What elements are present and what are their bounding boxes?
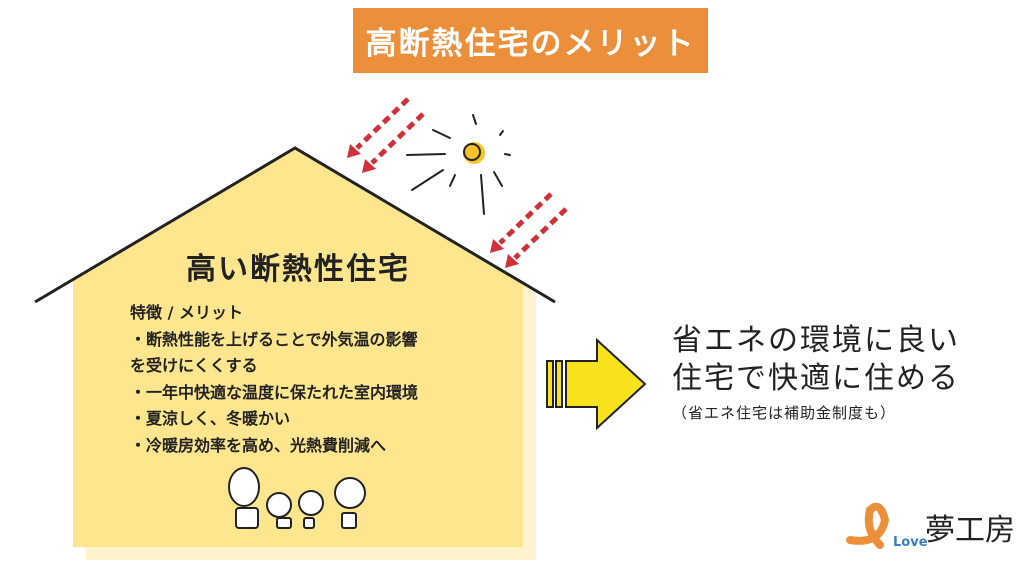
result-text: 省エネの環境に良い 住宅で快適に住める [672,322,960,398]
feature-item: を受けにくくする [130,356,258,375]
result-arrow-icon [546,337,647,431]
feature-item: ・夏涼しく、冬暖かい [130,409,291,428]
feature-item: ・一年中快適な温度に保たれた室内環境 [130,382,419,402]
features-heading: 特徴 / メリット [130,303,243,322]
feature-item: ・断熱性能を上げることで外気温の影響 [130,329,418,349]
logo-text: Love [893,535,928,550]
result-note: （省エネ住宅は補助金制度も） [672,404,897,422]
page-title-banner: 高断熱住宅のメリット [353,8,708,73]
house-body [73,148,523,547]
house-title: 高い断熱性住宅 [186,252,410,287]
sun-icon [406,114,511,215]
logo-kanji: 夢工房 [925,513,1015,548]
heat-arrows-icon [347,97,568,268]
features-list: 特徴 / メリット ・断熱性能を上げることで外気温の影響 を受けにくくする ・一… [130,300,418,459]
logo-swoosh-icon [846,502,890,549]
result-line-2: 住宅で快適に住める [672,361,960,396]
result-line-1: 省エネの環境に良い [672,323,960,358]
family-icon [228,467,366,529]
feature-item: ・冷暖房効率を高め、光熱費削減へ [130,435,387,455]
roof-line [34,146,556,304]
